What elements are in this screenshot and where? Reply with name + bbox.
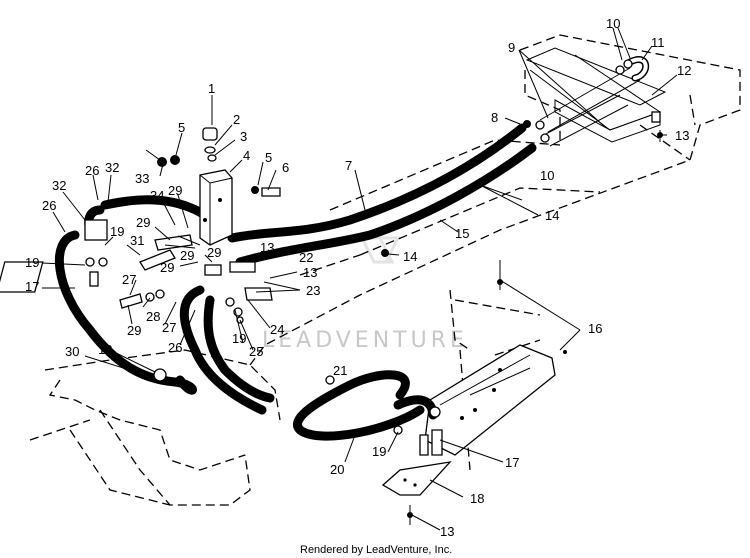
mount-bracket-right (424, 344, 556, 456)
callout-11: 11 (651, 35, 665, 50)
callout-29d: 29 (180, 248, 194, 263)
callout-20: 20 (330, 462, 344, 477)
callout-26a: 26 (85, 163, 99, 178)
callout-4: 4 (243, 148, 250, 163)
callout-26b: 26 (42, 198, 56, 213)
chassis-outline (29, 34, 741, 506)
callout-27a: 27 (122, 272, 136, 287)
callout-8: 8 (491, 110, 498, 125)
callout-13d: 13 (440, 524, 454, 539)
callout-29c: 29 (160, 260, 174, 275)
callout-19a: 19 (25, 255, 39, 270)
callout-10b: 10 (540, 168, 554, 183)
callout-25: 25 (249, 344, 263, 359)
watermark-text: LEADVENTURE (262, 328, 468, 353)
callout-5a: 5 (178, 120, 185, 135)
callout-6: 6 (282, 160, 289, 175)
callout-17b: 17 (505, 455, 519, 470)
callout-10c: 10 (98, 342, 112, 357)
callout-27b: 27 (162, 320, 176, 335)
callout-30: 30 (65, 344, 79, 359)
callout-13b: 13 (260, 240, 274, 255)
callout-18: 18 (470, 491, 484, 506)
callout-31: 31 (130, 233, 144, 248)
callout-23: 23 (306, 283, 320, 298)
bracket-plate (381, 461, 452, 496)
callout-5b: 5 (265, 150, 272, 165)
callout-10a: 10 (606, 16, 620, 31)
hose-20 (293, 370, 438, 441)
valve-block (157, 127, 281, 246)
callout-17a: 17 (25, 279, 39, 294)
steel-tubes (523, 56, 650, 147)
hose-26-left (54, 195, 210, 395)
callout-26c: 26 (168, 340, 182, 355)
callout-29f: 29 (207, 245, 221, 260)
callout-16: 16 (588, 321, 602, 336)
callout-32b: 32 (52, 178, 66, 193)
hose-15 (235, 143, 537, 267)
callout-12: 12 (677, 63, 691, 78)
callout-14a: 14 (545, 208, 559, 223)
callout-labels: 1 2 3 4 5 5 6 7 8 9 10 10 10 11 12 13 13… (25, 16, 691, 539)
callout-34: 34 (150, 188, 164, 203)
callout-19c: 19 (232, 331, 246, 346)
callout-19d: 19 (372, 444, 386, 459)
callout-28: 28 (146, 309, 160, 324)
callout-19b: 19 (110, 224, 124, 239)
rendered-by-footer: Rendered by LeadVenture, Inc. (300, 544, 452, 556)
callout-29a: 29 (168, 183, 182, 198)
callout-15: 15 (455, 226, 469, 241)
bolts (381, 130, 663, 525)
callout-1: 1 (208, 81, 215, 96)
tray-plate (525, 47, 667, 143)
callout-29b: 29 (136, 215, 150, 230)
callout-24: 24 (270, 322, 284, 337)
leader-lines (41, 27, 678, 531)
hose-7 (227, 123, 527, 243)
callout-21: 21 (333, 363, 347, 378)
callout-9: 9 (508, 40, 515, 55)
callout-29e: 29 (127, 323, 141, 338)
callout-13c: 13 (303, 265, 317, 280)
callout-14b: 14 (403, 249, 417, 264)
callout-32a: 32 (105, 160, 119, 175)
callout-33: 33 (135, 171, 149, 186)
callout-22: 22 (299, 250, 313, 265)
callout-13a: 13 (675, 128, 689, 143)
callout-7: 7 (345, 158, 352, 173)
callout-2: 2 (233, 112, 240, 127)
hose-26-center (179, 285, 275, 415)
callout-3: 3 (240, 129, 247, 144)
